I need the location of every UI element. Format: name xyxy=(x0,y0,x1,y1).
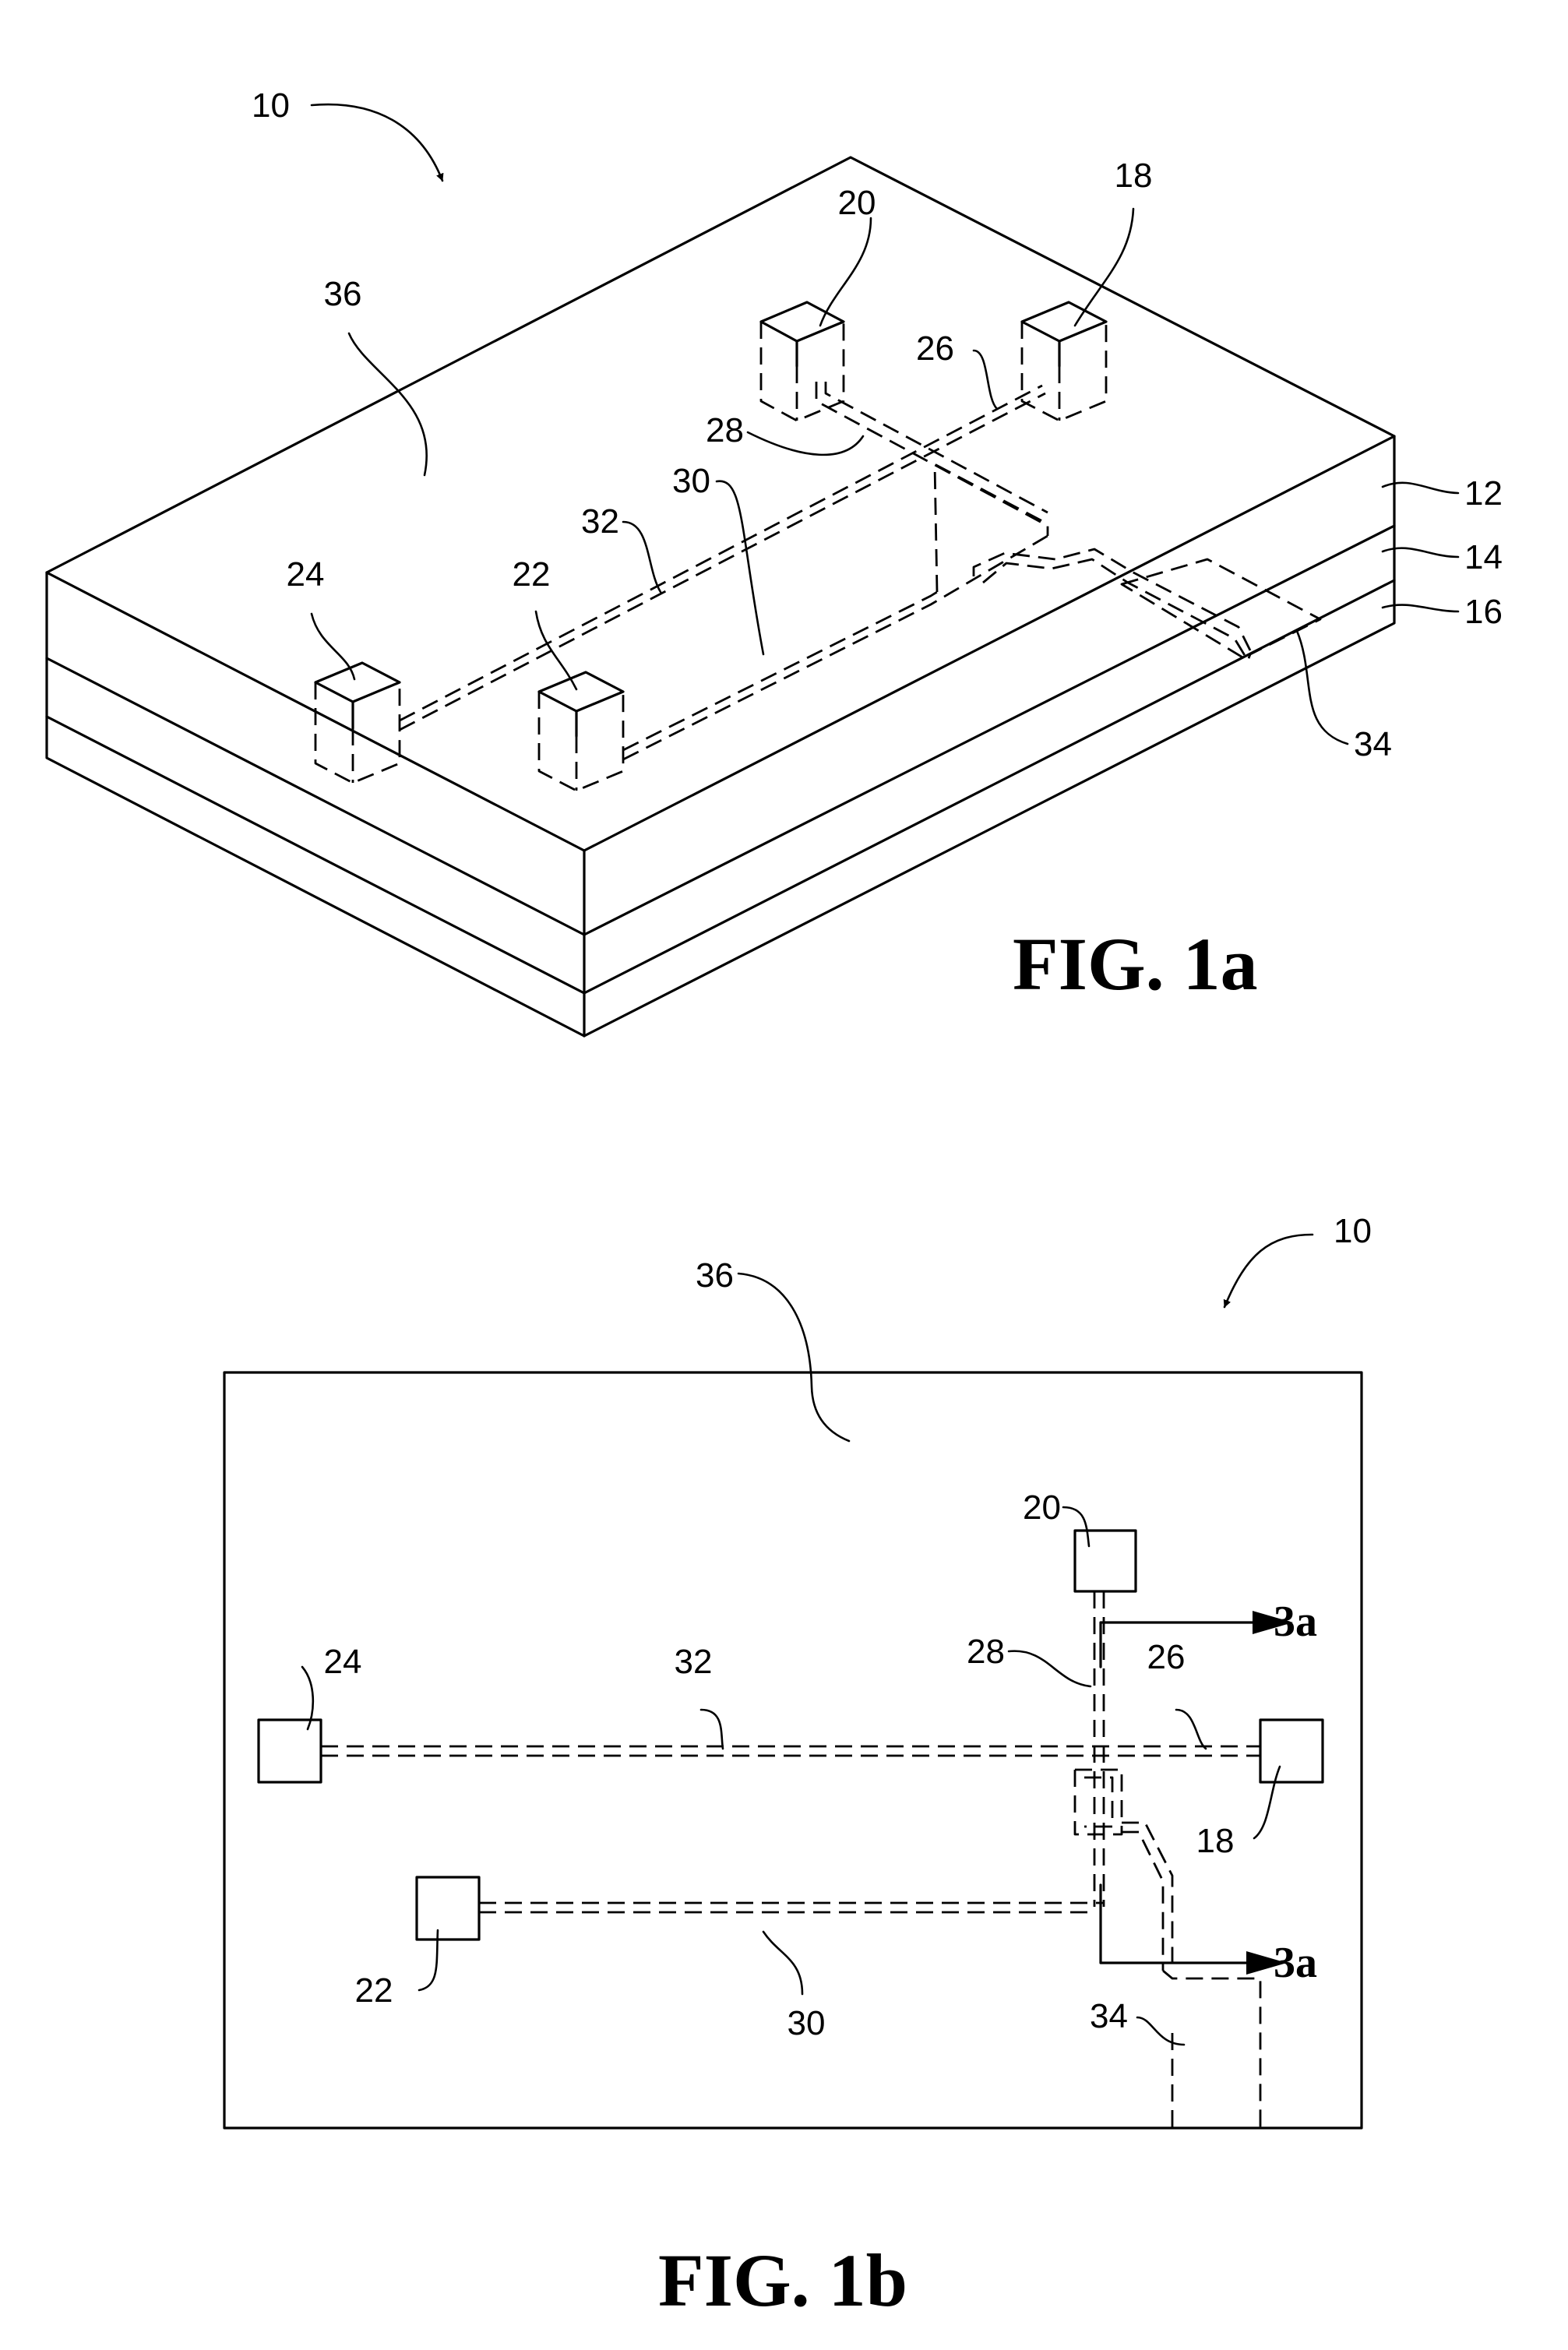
port-20 xyxy=(1075,1531,1136,1591)
label-36: 36 xyxy=(696,1256,734,1295)
region-34 xyxy=(1163,1971,1260,2128)
leader-34 xyxy=(1297,631,1348,744)
port-24 xyxy=(259,1720,321,1782)
label-10: 10 xyxy=(252,86,290,125)
label-20: 20 xyxy=(838,184,876,222)
label-12: 12 xyxy=(1464,474,1503,513)
leader-26 xyxy=(1176,1710,1206,1749)
leader-26 xyxy=(974,351,997,409)
junction-chamber-inner xyxy=(1084,1777,1112,1827)
figure-1b: 10 36 20 24 28 26 32 18 22 30 34 3a 3a F… xyxy=(224,1212,1372,2322)
label-20: 20 xyxy=(1023,1489,1061,1527)
port-22 xyxy=(539,672,623,791)
device-10-arrow xyxy=(312,104,442,181)
outlet-channel-to-34 xyxy=(974,549,1250,661)
right-face-edge xyxy=(584,436,1394,1036)
channel-32-26 xyxy=(321,1746,1260,1756)
channel-28 xyxy=(1094,1591,1104,1907)
leader-22 xyxy=(536,611,576,689)
label-22: 22 xyxy=(355,1971,393,2010)
region-34 xyxy=(1122,559,1320,661)
leader-30 xyxy=(717,481,763,654)
leader-28 xyxy=(748,432,863,455)
junction-chamber xyxy=(1075,1770,1122,1834)
leader-36 xyxy=(349,333,427,475)
leader-20 xyxy=(820,218,871,326)
leader-34 xyxy=(1137,2017,1184,2045)
figure-1a-caption: FIG. 1a xyxy=(1013,922,1258,1006)
label-34: 34 xyxy=(1090,1997,1128,2035)
leader-32 xyxy=(701,1710,723,1749)
port-20-opening xyxy=(761,302,844,341)
leader-18 xyxy=(1254,1767,1280,1838)
label-26: 26 xyxy=(916,329,954,368)
label-18: 18 xyxy=(1196,1822,1235,1860)
section-label-3a-bottom: 3a xyxy=(1274,1939,1317,1987)
label-22: 22 xyxy=(513,555,551,594)
port-18 xyxy=(1022,302,1106,421)
leader-32 xyxy=(623,522,661,592)
device-10-arrow xyxy=(1224,1235,1313,1307)
leader-36 xyxy=(738,1274,849,1441)
figure-1a: 10 36 20 18 26 28 30 32 24 22 12 14 16 3… xyxy=(47,86,1503,1036)
port-24-opening xyxy=(315,663,400,702)
layered-chip-body xyxy=(47,157,1394,1036)
port-18 xyxy=(1260,1720,1323,1782)
left-face-edge xyxy=(47,573,584,1036)
leader-28 xyxy=(1009,1651,1091,1686)
section-line-3a-bottom xyxy=(1101,1885,1246,1963)
port-24 xyxy=(315,663,400,783)
leader-30 xyxy=(763,1932,802,1994)
label-16: 16 xyxy=(1464,593,1503,631)
label-18: 18 xyxy=(1115,157,1153,195)
channel-30 xyxy=(479,1903,1104,1912)
label-24: 24 xyxy=(287,555,325,594)
label-10: 10 xyxy=(1334,1212,1372,1250)
top-surface xyxy=(47,157,1394,851)
outlet-channel-to-34 xyxy=(1122,1823,1172,1971)
leader-18 xyxy=(1075,209,1133,326)
label-28: 28 xyxy=(967,1633,1005,1671)
channel-30 xyxy=(623,464,1048,759)
label-34: 34 xyxy=(1354,725,1392,763)
port-18-opening xyxy=(1022,302,1106,341)
port-20 xyxy=(761,302,844,421)
section-label-3a-top: 3a xyxy=(1274,1598,1317,1646)
label-32: 32 xyxy=(675,1643,713,1681)
label-28: 28 xyxy=(706,411,744,449)
label-24: 24 xyxy=(324,1643,362,1681)
channel-28 xyxy=(816,382,1048,536)
port-22 xyxy=(417,1877,479,1940)
figure-1b-caption: FIG. 1b xyxy=(658,2239,907,2322)
label-32: 32 xyxy=(581,502,619,541)
label-30: 30 xyxy=(672,462,710,500)
label-30: 30 xyxy=(788,2004,826,2042)
label-36: 36 xyxy=(324,275,362,313)
port-22-opening xyxy=(539,672,623,711)
label-14: 14 xyxy=(1464,538,1503,576)
layer-boundary-12-14 xyxy=(47,526,1394,935)
label-26: 26 xyxy=(1147,1638,1186,1676)
